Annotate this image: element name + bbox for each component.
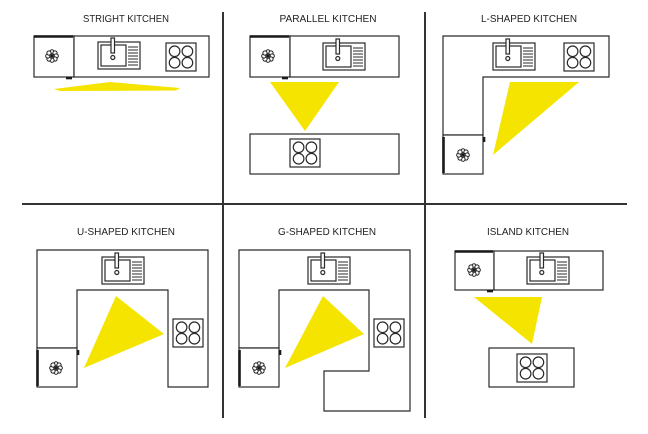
panel-title: PARALLEL KITCHEN: [280, 13, 377, 25]
stove-icon: [289, 138, 321, 168]
stove-icon: [563, 42, 595, 72]
sink-icon: [322, 38, 366, 71]
stove-icon: [172, 318, 204, 348]
fridge-icon: [249, 35, 291, 80]
panel-g-shaped-kitchen: G-SHAPED KITCHEN: [238, 226, 411, 412]
stove-icon: [373, 318, 405, 348]
panel-island-kitchen: ISLAND KITCHEN: [454, 226, 604, 388]
panel-title: STRIGHT KITCHEN: [83, 13, 169, 25]
sink-icon: [97, 37, 141, 70]
stove-icon: [516, 353, 548, 383]
work-triangle: [270, 82, 339, 131]
work-triangle: [493, 82, 579, 155]
fridge-icon: [442, 134, 486, 175]
panel-l-shaped-kitchen: L-SHAPED KITCHEN: [442, 13, 610, 175]
fridge-icon: [33, 35, 75, 80]
panel-parallel-kitchen: PARALLEL KITCHEN: [249, 13, 400, 175]
panel-title: L-SHAPED KITCHEN: [481, 13, 577, 25]
panel-title: ISLAND KITCHEN: [487, 226, 569, 238]
fridge-icon: [36, 347, 80, 388]
work-triangle: [285, 296, 364, 368]
work-triangle: [84, 296, 164, 368]
sink-icon: [307, 252, 351, 285]
opposite-countertop: [249, 133, 400, 175]
panel-title: U-SHAPED KITCHEN: [77, 226, 175, 238]
countertop: [36, 249, 209, 388]
panel-straight-kitchen: STRIGHT KITCHEN: [33, 13, 210, 91]
work-triangle: [474, 297, 542, 344]
work-triangle: [54, 82, 180, 91]
sink-icon: [526, 252, 570, 285]
stove-icon: [165, 42, 197, 72]
sink-icon: [492, 38, 536, 71]
fridge-icon: [454, 250, 495, 293]
panel-title: G-SHAPED KITCHEN: [278, 226, 376, 238]
panel-u-shaped-kitchen: U-SHAPED KITCHEN: [36, 226, 209, 388]
fridge-icon: [238, 347, 282, 388]
sink-icon: [101, 252, 145, 285]
